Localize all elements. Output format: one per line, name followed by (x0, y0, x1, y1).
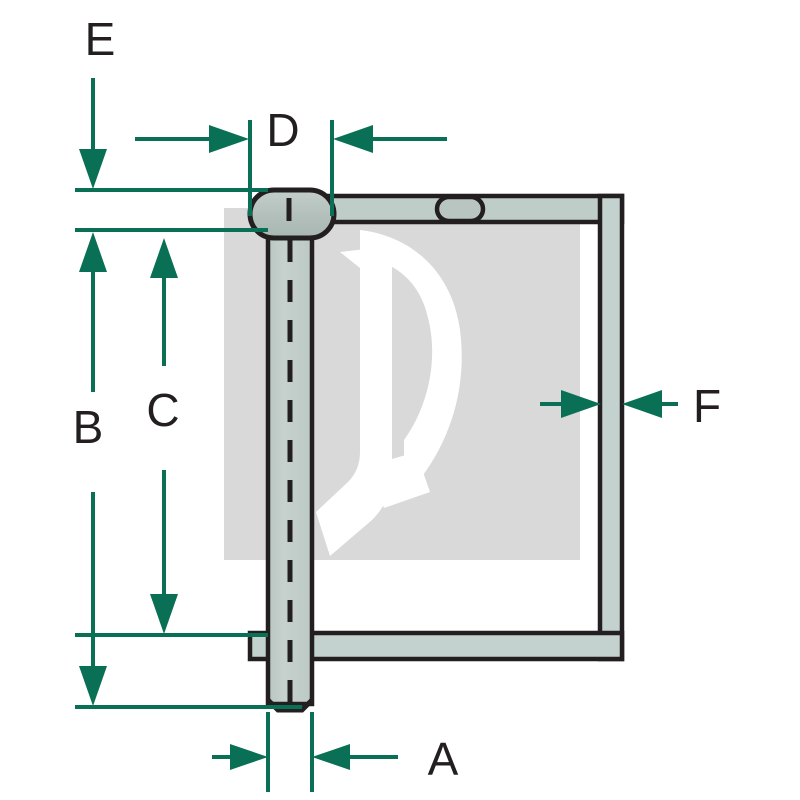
dimension-label-B: B (73, 401, 104, 453)
dimension-A-arrowhead-right (312, 744, 350, 770)
dimension-E-arrowhead (79, 149, 107, 189)
rivet-detail (434, 194, 486, 224)
dimension-B (79, 232, 107, 706)
dimension-C-arrowhead-up (150, 238, 178, 278)
dimension-D (135, 120, 447, 216)
dimension-B-arrowhead-down (79, 666, 107, 706)
dimension-label-A: A (428, 733, 459, 785)
dimension-C-arrowhead-down (150, 594, 178, 634)
dimension-label-F: F (693, 380, 721, 432)
dimension-F (540, 390, 678, 418)
dimension-C (150, 238, 178, 634)
dimension-label-E: E (85, 13, 116, 65)
dimension-label-group: E D B C A F (73, 13, 721, 785)
dimension-B-arrowhead-up (79, 232, 107, 272)
dimension-A-arrowhead-left (230, 744, 268, 770)
dimension-F-arrowhead-right (622, 390, 662, 418)
dimension-D-arrowhead-right (333, 125, 373, 153)
frame-right-bar (597, 193, 625, 662)
dimension-label-D: D (266, 104, 299, 156)
dimension-annotations (75, 78, 678, 792)
dimension-label-C: C (146, 384, 179, 436)
dimension-F-arrowhead-left (561, 390, 601, 418)
dimension-D-arrowhead-left (209, 125, 249, 153)
dimension-E (75, 78, 268, 192)
dimension-A (212, 712, 398, 792)
